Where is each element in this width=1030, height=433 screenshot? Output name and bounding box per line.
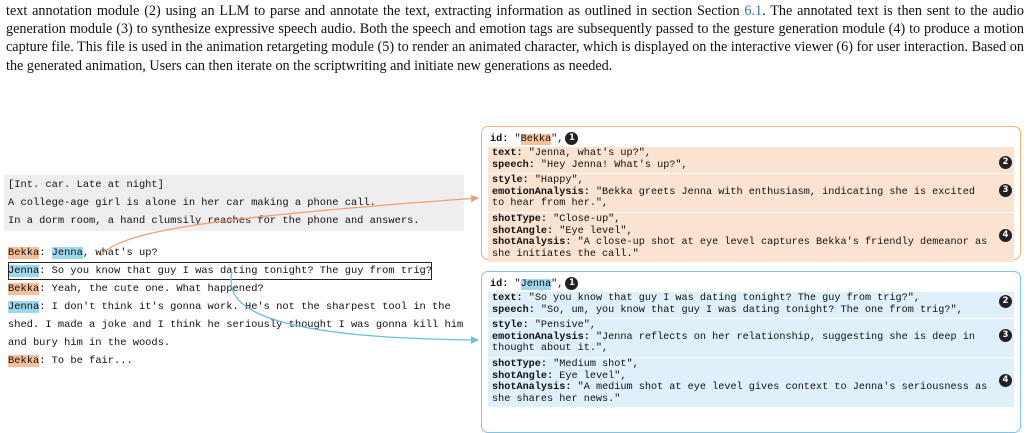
scene-line: A college-age girl is alone in her car m… [8, 197, 376, 209]
field-value: Eye level", [559, 370, 627, 382]
speaker-separator: : [39, 247, 52, 259]
field-value: "Close-up", [553, 213, 621, 225]
field-key: speech [492, 159, 529, 171]
field-key: emotionAnalysis [492, 186, 584, 198]
field-value: "Jenna reflects on her relationship, sug… [492, 331, 975, 355]
id-key: id [490, 279, 503, 291]
field-value: "So, um, you know that guy I was dating … [540, 304, 963, 316]
paragraph-text-start: text annotation module (2) using an LLM … [6, 3, 745, 19]
panel-id-row: id: "Bekka",1 [482, 127, 1020, 147]
speaker-separator: : [39, 355, 52, 367]
field-value: "Medium shot", [553, 358, 639, 370]
panel-id-row: id: "Jenna",1 [482, 272, 1020, 292]
id-value-jenna: Jenna [520, 279, 552, 291]
step-badge-3: 3 [999, 329, 1012, 343]
step-badge-2: 2 [999, 156, 1012, 169]
field-value: "A medium shot at eye level gives contex… [492, 382, 988, 405]
speaker-bekka: Bekka [8, 247, 40, 259]
field-value: "Bekka greets Jenna with enthusiasm, ind… [492, 186, 975, 210]
field-value: "Hey Jenna! What's up?", [540, 159, 688, 171]
speaker-bekka: Bekka [8, 355, 40, 367]
field-value: "So you know that guy I was dating tonig… [528, 293, 920, 304]
script-dialogue: Bekka: Jenna, what's up? Jenna: So you k… [8, 244, 470, 370]
step-badge-1: 1 [565, 277, 579, 290]
speaker-separator: : [39, 265, 52, 277]
step-badge-3: 3 [999, 184, 1012, 198]
speaker-jenna: Jenna [8, 301, 40, 313]
field-key: emotionAnalysis [492, 331, 584, 343]
dialogue-line-2: Jenna: So you know that guy I was dating… [8, 262, 433, 280]
scene-line: In a dorm room, a hand clumsily reaches … [8, 215, 420, 227]
dialogue-text: Yeah, the cute one. What happened? [51, 283, 264, 295]
field-value: "A close-up shot at eye level captures B… [492, 237, 988, 260]
section-link[interactable]: 6.1 [744, 3, 763, 19]
text-speech-group: text: "Jenna, what's up?", speech: "Hey … [488, 147, 1014, 175]
dialogue-line-1: Bekka: Jenna, what's up? [8, 244, 470, 262]
step-badge-1: 1 [565, 132, 579, 145]
field-key: style [492, 175, 523, 187]
field-value: "Jenna, what's up?", [528, 148, 651, 159]
field-key: style [492, 320, 523, 332]
field-value: "Eye level", [559, 225, 633, 237]
speaker-bekka: Bekka [8, 283, 40, 295]
field-key: shotAngle [492, 225, 548, 237]
shot-group: shotType: "Close-up", shotAngle: "Eye le… [488, 212, 1014, 264]
scene-description: [Int. car. Late at night] A college-age … [4, 175, 464, 231]
dialogue-line-3: Bekka: Yeah, the cute one. What happened… [8, 280, 470, 298]
step-badge-2: 2 [999, 295, 1012, 308]
mention-jenna: Jenna [51, 247, 83, 259]
dialogue-text: To be fair... [51, 355, 133, 367]
body-paragraph: text annotation module (2) using an LLM … [6, 2, 1024, 75]
dialogue-text: , what's up? [82, 247, 158, 259]
speaker-jenna: Jenna [8, 265, 40, 277]
field-value: "Happy", [534, 175, 584, 187]
step-badge-4: 4 [999, 228, 1012, 242]
field-key: shotAnalysis [492, 237, 566, 249]
field-key: text [492, 293, 517, 304]
scene-heading: [Int. car. Late at night] [8, 179, 164, 191]
paragraph-text-end: . The annotated text is then sent to the… [6, 3, 1024, 74]
speaker-separator: : [39, 283, 52, 295]
dialogue-line-4: Jenna: I don't think it's gonna work. He… [8, 298, 470, 352]
field-value: "Pensive", [534, 320, 596, 332]
id-key: id [490, 134, 503, 146]
speaker-separator: : [39, 301, 52, 313]
jenna-annotation-panel: id: "Jenna",1 text: "So you know that gu… [481, 271, 1021, 433]
field-key: text [492, 148, 517, 159]
text-speech-group: text: "So you know that guy I was dating… [488, 292, 1014, 320]
bekka-annotation-panel: id: "Bekka",1 text: "Jenna, what's up?",… [481, 126, 1021, 264]
id-value-bekka: Bekka [520, 134, 552, 146]
dialogue-text: I don't think it's gonna work. He's not … [8, 301, 464, 349]
dialogue-line-5: Bekka: To be fair... [8, 352, 470, 370]
field-key: shotAngle [492, 370, 548, 382]
style-emotion-group: style: "Pensive", emotionAnalysis: "Jenn… [488, 319, 1014, 358]
field-key: shotType [492, 358, 541, 370]
field-key: shotType [492, 213, 541, 225]
field-key: shotAnalysis [492, 382, 566, 394]
step-badge-4: 4 [999, 373, 1012, 387]
style-emotion-group: style: "Happy", emotionAnalysis: "Bekka … [488, 174, 1014, 213]
field-key: speech [492, 304, 529, 316]
dialogue-text: So you know that guy I was dating tonigh… [51, 265, 433, 277]
shot-group: shotType: "Medium shot", shotAngle: Eye … [488, 357, 1014, 409]
